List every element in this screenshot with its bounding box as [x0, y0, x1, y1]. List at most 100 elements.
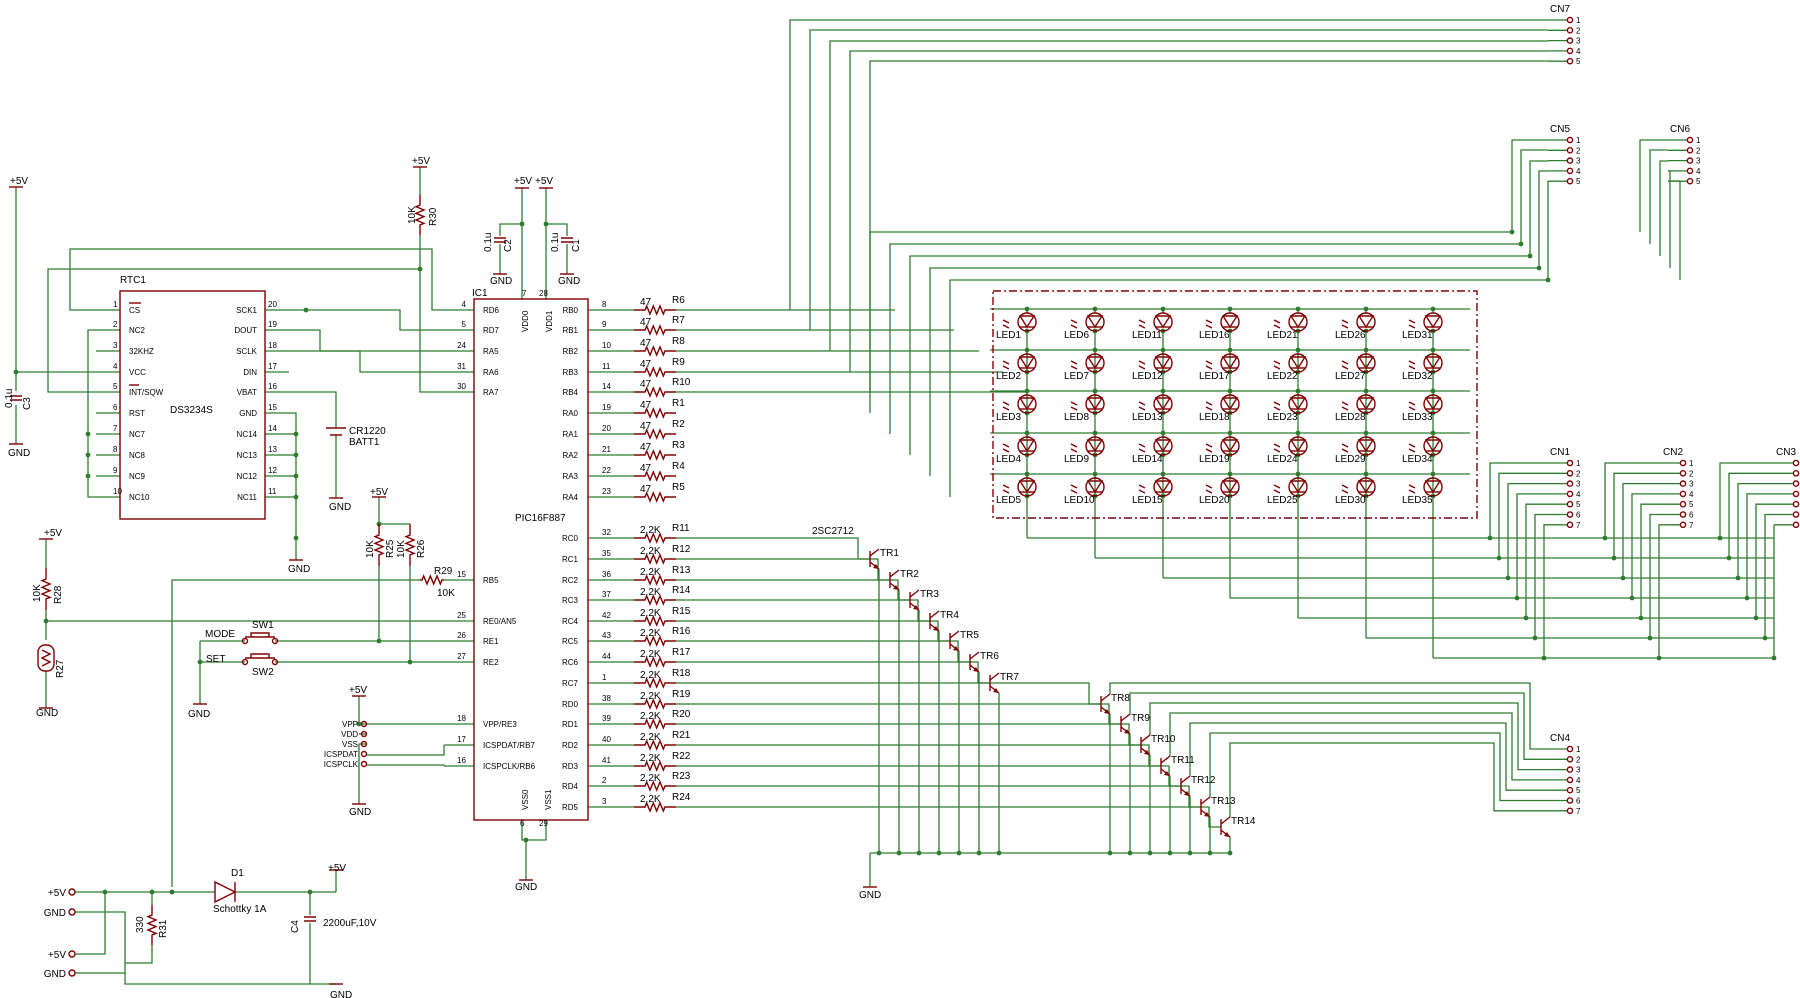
ic-pin-name: RA0 [562, 409, 578, 418]
junction-dot [1509, 229, 1515, 235]
c3-capacitor [10, 395, 22, 401]
base-drive-wire [676, 579, 910, 601]
rtc-pin-name: NC9 [129, 472, 146, 481]
led [1002, 394, 1037, 414]
led [1273, 477, 1308, 497]
cn1-wire [1489, 462, 1548, 538]
junction-dot [13, 369, 19, 375]
rtc-pin-number: 20 [268, 300, 277, 309]
rtc-pin-name: NC11 [237, 493, 257, 502]
led [1138, 394, 1173, 414]
connector-pin [1566, 786, 1574, 794]
rtc-pin-number: 3 [113, 341, 118, 350]
led-ring [1288, 353, 1308, 373]
cn7-wire [869, 60, 1548, 392]
ic-pin-name: VPP/RE3 [483, 720, 517, 729]
led-rays [1341, 443, 1349, 453]
connector-pin-number: 3 [1576, 37, 1581, 46]
connector-pin [1566, 47, 1574, 55]
vcc-label-c1: +5V [535, 176, 553, 187]
connector-pin-number: 2 [1576, 755, 1581, 764]
led-label: LED17 [1199, 371, 1230, 382]
ic-vss1-label: VSS1 [544, 789, 553, 810]
connector-pin [1686, 157, 1694, 164]
led-rays [1408, 401, 1416, 411]
cn1-wire [1525, 503, 1548, 618]
icsp-pin-label: VSS [342, 740, 358, 749]
icsp-pin-label: ICSPDAT [324, 750, 358, 759]
c1-wire [546, 223, 568, 236]
emitter-arrow [953, 646, 959, 651]
led-label: LED11 [1132, 330, 1162, 341]
junction-dot [523, 837, 529, 843]
led-matrix-frame [992, 290, 1478, 519]
npn-transistor [969, 651, 980, 673]
cn2-wire [1622, 482, 1661, 578]
rtc-part-name: DS3234S [170, 405, 213, 416]
resistor-ref: R14 [672, 585, 691, 596]
led-label: LED24 [1267, 454, 1298, 465]
connector-pin [1566, 521, 1574, 529]
connector-pin [1566, 511, 1574, 518]
power-terminal [68, 969, 76, 977]
led-label: LED19 [1199, 454, 1230, 465]
led-triangle [1154, 356, 1172, 370]
emitter-arrow [973, 667, 979, 672]
emitter-arrow [873, 564, 879, 569]
led [1002, 312, 1037, 332]
ic-pin-number: 16 [457, 756, 466, 765]
icsp-pin [360, 740, 368, 748]
ic-pin-number: 17 [457, 735, 466, 744]
led-triangle [1154, 439, 1172, 453]
r29-value: 10K [437, 588, 455, 599]
ic-pin-number: 23 [602, 487, 611, 496]
led-rays [1341, 484, 1349, 494]
cn3-wire [1764, 513, 1774, 638]
led-triangle [1289, 439, 1307, 453]
led-ring [1356, 436, 1376, 456]
ic-pin-name: RA2 [562, 451, 578, 460]
led [1341, 394, 1376, 414]
junction-dot [1527, 253, 1533, 259]
led-label: LED20 [1199, 495, 1230, 506]
led-triangle [1424, 480, 1442, 494]
vcc-label-c2: +5V [514, 176, 532, 187]
cn4-wire [1169, 712, 1548, 781]
resistor-value: 2.2K [640, 587, 661, 598]
base-drive-wire [676, 558, 890, 581]
connector-ref: CN3 [1776, 447, 1796, 458]
rtc-pin-name: NC10 [129, 493, 150, 502]
led-rays [1070, 319, 1078, 329]
gnd-label-sw: GND [188, 709, 210, 720]
ic-pin-name: RC7 [562, 679, 579, 688]
vcc-label-icsp: +5V [349, 685, 367, 696]
gnd-label-c3: GND [8, 448, 30, 459]
junction-dot [356, 721, 362, 727]
r28-ref: R28 [53, 585, 64, 604]
connector-pin [1566, 490, 1574, 498]
emitter-arrow [1184, 791, 1190, 796]
led-label: LED25 [1267, 495, 1298, 506]
led-triangle [1289, 480, 1307, 494]
led [1408, 394, 1443, 414]
gnd-label-c2: GND [490, 276, 512, 287]
led-rays [1002, 443, 1010, 453]
led-rays [1138, 443, 1146, 453]
series-resistor [634, 635, 676, 647]
led [1273, 353, 1308, 373]
led-triangle [1357, 356, 1375, 370]
psu-vin-wire [75, 892, 106, 955]
led-ring [1288, 436, 1308, 456]
gnd-label-batt: GND [329, 502, 351, 513]
series-resistor [634, 345, 676, 357]
transistor-ref: TR2 [900, 569, 919, 580]
emitter-arrow [913, 605, 919, 610]
junction-dot [85, 473, 91, 479]
rtc-pin-number: 4 [113, 362, 118, 371]
ic-pin-number: 20 [602, 424, 611, 433]
led-label: LED35 [1402, 495, 1433, 506]
led-triangle [1086, 397, 1104, 411]
emitter-arrow [893, 585, 899, 590]
ic-pin-name: RA5 [483, 347, 499, 356]
cn4-wire [1149, 702, 1548, 771]
